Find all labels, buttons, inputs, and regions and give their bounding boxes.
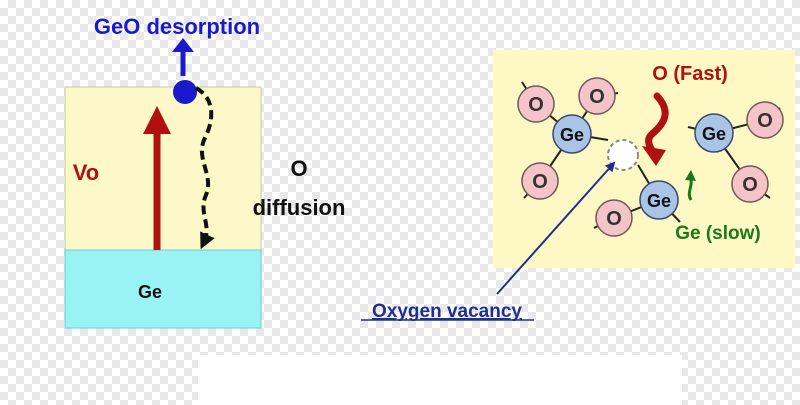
oxygen-vacancy-site — [607, 139, 639, 171]
ge-slow-label: Ge (slow) — [675, 223, 761, 244]
geo-desorption-label: GeO desorption — [94, 14, 260, 39]
vo-label: Vo — [73, 160, 99, 185]
o-fast-arrowhead — [642, 146, 666, 166]
ge-atom: Ge — [552, 114, 592, 154]
o-atom: O — [595, 199, 633, 237]
svg-text:O: O — [528, 94, 544, 116]
svg-text:O: O — [606, 208, 622, 230]
geo-molecule-dot — [173, 80, 197, 104]
o-diffusion-arrow — [194, 86, 215, 250]
svg-text:Ge: Ge — [702, 124, 726, 144]
ge-atom: Ge — [639, 180, 679, 220]
o-atom: O — [578, 77, 616, 115]
svg-text:Ge: Ge — [560, 125, 584, 145]
svg-text:Ge: Ge — [647, 191, 671, 211]
o-fast-label: O (Fast) — [652, 63, 728, 85]
o-diffusion-label-line2: diffusion — [253, 195, 346, 220]
ge-substrate-label: Ge — [138, 282, 162, 302]
ge-atom: Ge — [694, 113, 734, 153]
o-diffusion-label-line1: O — [290, 156, 307, 181]
ge-substrate-layer — [64, 249, 262, 329]
svg-text:O: O — [742, 174, 758, 196]
o-atom: O — [517, 85, 555, 123]
desorption-arrowhead — [172, 38, 194, 52]
o-atom: O — [731, 165, 769, 203]
svg-text:O: O — [532, 171, 548, 193]
svg-text:O: O — [589, 86, 605, 108]
ge-slow-arrowhead — [685, 170, 696, 181]
atomic-panel — [493, 50, 795, 268]
svg-text:O: O — [757, 110, 773, 132]
oxygen-vacancy-pointer — [496, 161, 616, 295]
blank-caption-strip — [198, 355, 682, 405]
o-atom: O — [521, 162, 559, 200]
o-atom: O — [746, 101, 784, 139]
oxygen-vacancy-label: Oxygen vacancy — [372, 301, 522, 322]
